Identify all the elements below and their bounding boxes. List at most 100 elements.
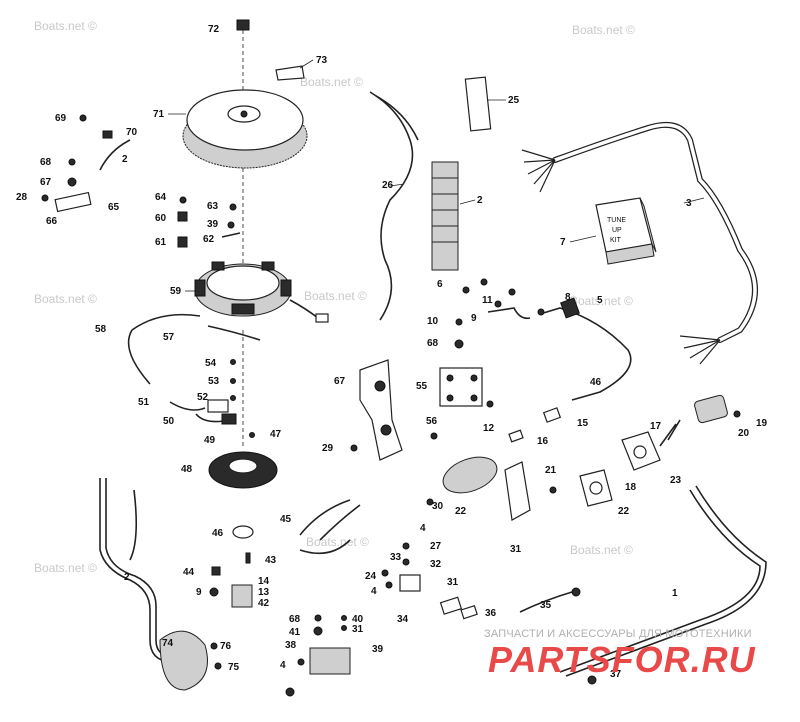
callout-74: 2 xyxy=(124,572,130,583)
callout-61: 61 xyxy=(155,237,167,248)
solenoid xyxy=(231,584,253,608)
partsfor-watermark: ЗАПЧАСТИ И АКСЕССУАРЫ ДЛЯ МОТОТЕХНИКИ PA… xyxy=(484,628,755,680)
callout-39: 39 xyxy=(207,219,219,230)
watermark: Boats.net © xyxy=(572,23,635,37)
callout-72: 72 xyxy=(208,24,220,35)
callout-24: 1 xyxy=(672,588,678,599)
callout-67: 67 xyxy=(40,177,52,188)
callout-47: 47 xyxy=(270,429,282,440)
callout-36: 34 xyxy=(397,614,409,625)
kit-label-line: KIT xyxy=(610,237,622,244)
coil xyxy=(159,630,208,691)
callout-15: 46 xyxy=(590,377,602,388)
callout-44: 44 xyxy=(183,567,195,578)
callout-75: 76 xyxy=(220,641,232,652)
callout-33: 32 xyxy=(430,559,442,570)
callout-42: 42 xyxy=(258,598,270,609)
callout-17: 16 xyxy=(537,436,549,447)
kit-label-line: UP xyxy=(612,227,622,234)
callout-38: 4 xyxy=(280,660,286,671)
callout-67-mid: 68 xyxy=(427,338,439,349)
watermark: Boats.net © xyxy=(304,289,367,303)
callout-58: 58 xyxy=(95,324,107,335)
callout-49: 49 xyxy=(204,435,216,446)
callout-9-right: 8 xyxy=(565,292,571,303)
brand-subtitle: ЗАПЧАСТИ И АКСЕССУАРЫ ДЛЯ МОТОТЕХНИКИ xyxy=(484,628,752,640)
callout-50: 50 xyxy=(163,416,175,427)
coil-30 xyxy=(442,456,498,494)
callout-4: 31 xyxy=(352,624,364,635)
callout-16: 15 xyxy=(577,418,589,429)
callout-19: 17 xyxy=(650,421,662,432)
callout-40: 41 xyxy=(289,627,301,638)
key-switch xyxy=(694,394,728,424)
watermark: Boats.net © xyxy=(34,292,97,306)
callout-68-mid: 10 xyxy=(427,316,439,327)
callout-68: 68 xyxy=(40,157,52,168)
callout-68-lower: 75 xyxy=(228,662,240,673)
callout-34: 31 xyxy=(447,577,459,588)
callout-70: 70 xyxy=(126,127,138,138)
callout-69: 69 xyxy=(55,113,67,124)
callout-46: 46 xyxy=(212,528,224,539)
callout-5: 11 xyxy=(482,295,493,306)
right-parts: TUNE UP KIT xyxy=(508,122,767,685)
callout-2-lower: 45 xyxy=(280,514,292,525)
callout-53: 53 xyxy=(208,376,220,387)
watermark: Boats.net © xyxy=(34,561,97,575)
callout-22-lower: 22 xyxy=(618,506,630,517)
callout-35: 36 xyxy=(485,608,497,619)
callout-11: 6 xyxy=(437,279,443,290)
bracket-27 xyxy=(504,461,531,521)
callout-54: 54 xyxy=(205,358,217,369)
callout-31: 40 xyxy=(352,614,364,625)
callout-31-lower: 33 xyxy=(390,552,402,563)
callout-57: 57 xyxy=(163,332,175,343)
callout-31-bottom: 4 xyxy=(371,586,377,597)
callout-62: 62 xyxy=(203,234,215,245)
callout-7: 3 xyxy=(686,198,692,209)
callout-73: 73 xyxy=(316,55,328,66)
callout-10: 9 xyxy=(471,313,477,324)
center-parts xyxy=(350,76,581,620)
watermark-layer: Boats.net © Boats.net © Boats.net © Boat… xyxy=(34,19,635,575)
callout-30: 22 xyxy=(455,506,467,517)
callout-1: 35 xyxy=(540,600,552,611)
callout-64: 64 xyxy=(155,192,167,203)
flywheel-nut xyxy=(236,19,250,31)
callout-21: 20 xyxy=(738,428,750,439)
tune-up-kit-box: TUNE UP KIT xyxy=(595,197,657,265)
watermark: Boats.net © xyxy=(570,543,633,557)
decal-26 xyxy=(464,76,492,132)
callout-labels: 72 73 71 69 70 2 68 67 28 65 66 64 63 60… xyxy=(16,24,768,680)
callout-4-mid: 30 xyxy=(432,501,444,512)
callout-13: 13 xyxy=(258,587,270,598)
connector-34 xyxy=(399,574,421,592)
callout-28: 28 xyxy=(16,192,28,203)
callout-8: 5 xyxy=(597,295,603,306)
kit-label-line: TUNE xyxy=(607,217,626,224)
watermark: Boats.net © xyxy=(300,75,363,89)
watermark: Boats.net © xyxy=(306,535,369,549)
bracket-55 xyxy=(359,359,403,461)
callout-32: 27 xyxy=(430,541,442,552)
callout-4-lower: 24 xyxy=(365,571,377,582)
harness-74 xyxy=(99,478,222,691)
callout-76: 74 xyxy=(162,638,174,649)
callout-60: 60 xyxy=(155,213,167,224)
flywheel-decal xyxy=(275,65,305,81)
callout-3: 2 xyxy=(477,195,483,206)
callout-22-upper: 23 xyxy=(670,475,682,486)
callout-48: 48 xyxy=(181,464,193,475)
callout-9: 9 xyxy=(196,587,202,598)
callout-55: 67 xyxy=(334,376,346,387)
callout-25: 37 xyxy=(610,669,622,680)
callout-6: 7 xyxy=(560,237,566,248)
callout-41: 68 xyxy=(289,614,301,625)
watermark: Boats.net © xyxy=(570,294,633,308)
callout-71: 71 xyxy=(153,109,165,120)
callout-18: 21 xyxy=(545,465,557,476)
callout-37: 39 xyxy=(372,644,384,655)
callout-27: 31 xyxy=(510,544,522,555)
